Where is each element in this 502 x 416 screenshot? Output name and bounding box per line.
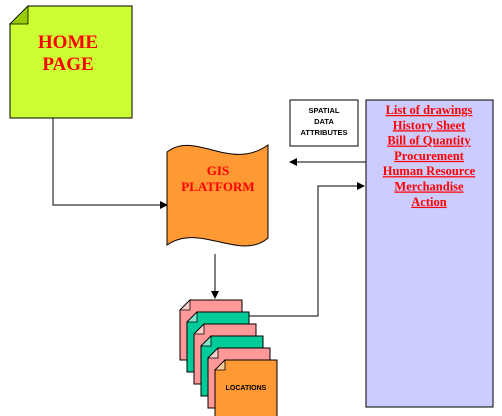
spatial-data-attributes-box: SPATIAL DATA ATTRIBUTES xyxy=(289,99,359,147)
connector-home-to-gis xyxy=(52,118,168,209)
connector-locations-to-panel xyxy=(244,182,365,317)
locations-sheet-fold xyxy=(193,323,205,335)
spatial-attributes-line2: DATA xyxy=(314,117,334,126)
panel-link-history-sheet[interactable]: History Sheet xyxy=(393,118,466,132)
spatial-attributes-line1: SPATIAL xyxy=(309,106,340,115)
locations-sheet-fold xyxy=(207,347,219,359)
panel-link-merchandise[interactable]: Merchandise xyxy=(394,180,464,194)
locations-sheet-fold xyxy=(200,335,212,347)
panel-link-procurement[interactable]: Procurement xyxy=(394,149,464,163)
panel-link-human-resource[interactable]: Human Resource xyxy=(383,164,476,178)
locations-label: LOCATIONS xyxy=(226,385,267,392)
locations-sheet-fold xyxy=(179,299,191,311)
locations-sheet-fold xyxy=(214,359,226,371)
panel-link-list-of-drawings[interactable]: List of drawings xyxy=(386,103,473,117)
panel-link-bill-of-quantity[interactable]: Bill of Quantity xyxy=(387,134,471,148)
gis-platform-node: GIS PLATFORM xyxy=(166,144,269,247)
gis-platform-title-line1: GIS xyxy=(207,163,229,178)
panel-link-action[interactable]: Action xyxy=(411,195,446,209)
spatial-attributes-line3: ATTRIBUTES xyxy=(301,128,348,137)
home-page-title-line1: HOME xyxy=(38,32,98,53)
locations-sheet-fold xyxy=(186,311,198,323)
locations-stack: LOCATIONS xyxy=(179,299,278,416)
home-page-title-line2: PAGE xyxy=(42,54,93,75)
gis-platform-title-line2: PLATFORM xyxy=(181,179,254,194)
home-page-node: HOME PAGE xyxy=(9,5,133,119)
